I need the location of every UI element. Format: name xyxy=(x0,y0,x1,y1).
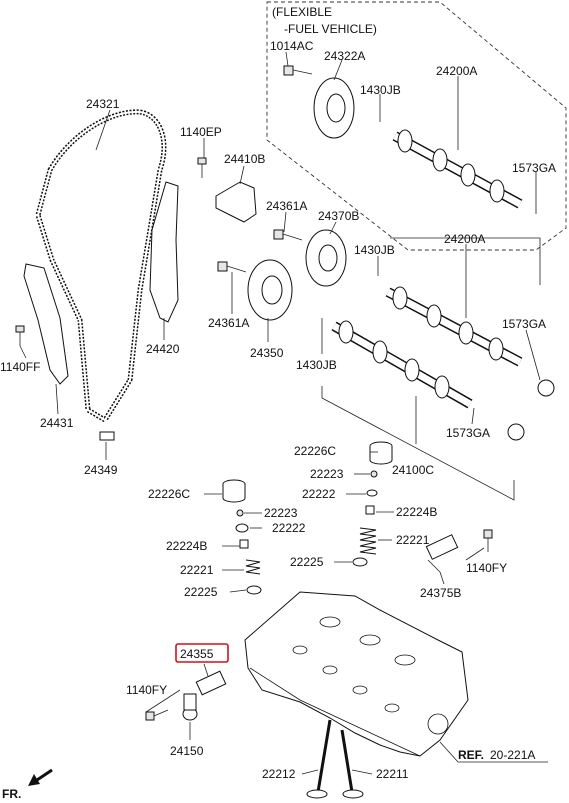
tensioner-24410B xyxy=(215,181,257,223)
label-24410B: 24410B xyxy=(224,152,265,166)
valve-spring-22221-right xyxy=(359,527,377,555)
label-24431: 24431 xyxy=(40,416,74,430)
label-24361A-bot: 24361A xyxy=(208,316,249,330)
sensor-plate-1573GA-mid xyxy=(537,379,555,397)
arrow-down-left-icon xyxy=(28,768,53,786)
label-24321: 24321 xyxy=(86,97,120,111)
bracket-mid xyxy=(390,237,541,285)
cylinder-head xyxy=(244,591,469,757)
label-1430JB-top: 1430JB xyxy=(360,83,401,97)
spring-seat-22225-left xyxy=(246,585,262,595)
label-22212: 22212 xyxy=(262,767,296,781)
ffv-group-outline xyxy=(266,1,567,251)
label-24375B: 24375B xyxy=(420,586,461,600)
leader-lines xyxy=(19,51,548,775)
timing-chain xyxy=(35,109,167,423)
retainer-22222-right xyxy=(366,489,378,497)
label-22222-right: 22222 xyxy=(302,487,336,501)
valve-22212 xyxy=(306,719,332,799)
ref-label-number: 20-221A xyxy=(490,748,535,762)
label-24100C: 24100C xyxy=(392,463,434,477)
label-1140FF: 1140FF xyxy=(0,360,40,374)
label-22223-right: 22223 xyxy=(310,467,344,481)
label-24370B: 24370B xyxy=(318,209,359,223)
highlight-box-24355 xyxy=(175,643,229,663)
ffv-note-line1: (FLEXIBLE xyxy=(272,5,332,19)
label-22225-left: 22225 xyxy=(184,585,218,599)
retainer-key-22223-left xyxy=(236,509,244,517)
tensioner-arm-24431 xyxy=(23,263,69,385)
part-labels: (FLEXIBLE -FUEL VEHICLE) 1014AC 24322A 2… xyxy=(0,5,556,801)
ocv-24375B xyxy=(425,534,459,573)
label-22226C-right: 22226C xyxy=(294,444,336,458)
label-22224B-left: 22224B xyxy=(166,539,207,553)
label-22226C-left: 22226C xyxy=(148,487,190,501)
label-1430JB-bot: 1430JB xyxy=(296,358,337,372)
ffv-camshaft-24200A xyxy=(392,129,523,209)
spring-seat-22225-right xyxy=(352,557,368,567)
bolt-1140FY-right xyxy=(483,529,493,552)
valve-22211 xyxy=(340,729,364,799)
label-22224B-right: 22224B xyxy=(396,505,437,519)
pin-24349 xyxy=(99,431,115,441)
label-1573GA-top: 1573GA xyxy=(512,161,556,175)
label-1573GA-mid: 1573GA xyxy=(502,317,546,331)
label-22222-left: 22222 xyxy=(272,521,306,535)
bolt-24361A-bot xyxy=(217,261,247,273)
label-24420: 24420 xyxy=(146,342,180,356)
valve-spring-22221-left xyxy=(245,559,261,575)
label-1014AC: 1014AC xyxy=(270,39,314,53)
bolt-1140FF xyxy=(15,325,25,346)
bolt-24361A-top xyxy=(273,229,303,241)
ocv-24355 xyxy=(195,670,227,696)
camshaft-24100C xyxy=(331,320,473,409)
filter-24150 xyxy=(182,693,198,721)
bracket-bot xyxy=(321,386,515,501)
label-1573GA-bot: 1573GA xyxy=(446,426,490,440)
tappet-22226C-right xyxy=(369,441,393,465)
label-22211: 22211 xyxy=(376,767,409,781)
label-1430JB-mid: 1430JB xyxy=(354,243,395,257)
valve-seal-22224B-right xyxy=(365,505,375,515)
label-24322A: 24322A xyxy=(324,49,365,63)
tappet-22226C-left xyxy=(222,479,246,503)
label-24361A-top: 24361A xyxy=(266,199,307,213)
front-label: FR. xyxy=(2,787,21,801)
bolt-1140EP xyxy=(197,157,207,178)
cylinder-head-detail xyxy=(249,616,449,757)
bolt-1140FY-left xyxy=(145,709,169,721)
label-24355: 24355 xyxy=(180,647,214,661)
cvvt-24350 xyxy=(247,259,293,321)
ffv-note-line2: -FUEL VEHICLE) xyxy=(284,22,377,36)
camshaft-24200A xyxy=(385,286,523,367)
label-22225-right: 22225 xyxy=(290,555,324,569)
label-1140FY-left: 1140FY xyxy=(126,683,167,697)
label-24200A-top: 24200A xyxy=(436,64,477,78)
ref-label-bold: REF. xyxy=(458,748,484,762)
chain-guide-24420 xyxy=(149,181,179,323)
ffv-sprocket-24322A xyxy=(313,77,355,139)
label-22223-left: 22223 xyxy=(264,506,298,520)
cvvt-24370B xyxy=(305,229,347,287)
label-24150: 24150 xyxy=(170,744,204,758)
label-24200A-mid: 24200A xyxy=(444,232,485,246)
label-22221-right: 22221 xyxy=(396,533,430,547)
sensor-plate-1573GA-bot xyxy=(507,423,525,441)
label-1140EP: 1140EP xyxy=(180,125,222,139)
label-24350: 24350 xyxy=(250,346,284,360)
valve-seal-22224B-left xyxy=(239,539,249,549)
label-1140FY-right: 1140FY xyxy=(466,561,507,575)
label-22221-left: 22221 xyxy=(180,563,214,577)
ffv-bolt-1014AC xyxy=(283,65,313,76)
label-24349: 24349 xyxy=(84,463,118,477)
retainer-key-22223-right xyxy=(370,470,378,478)
retainer-22222-left xyxy=(235,523,249,533)
